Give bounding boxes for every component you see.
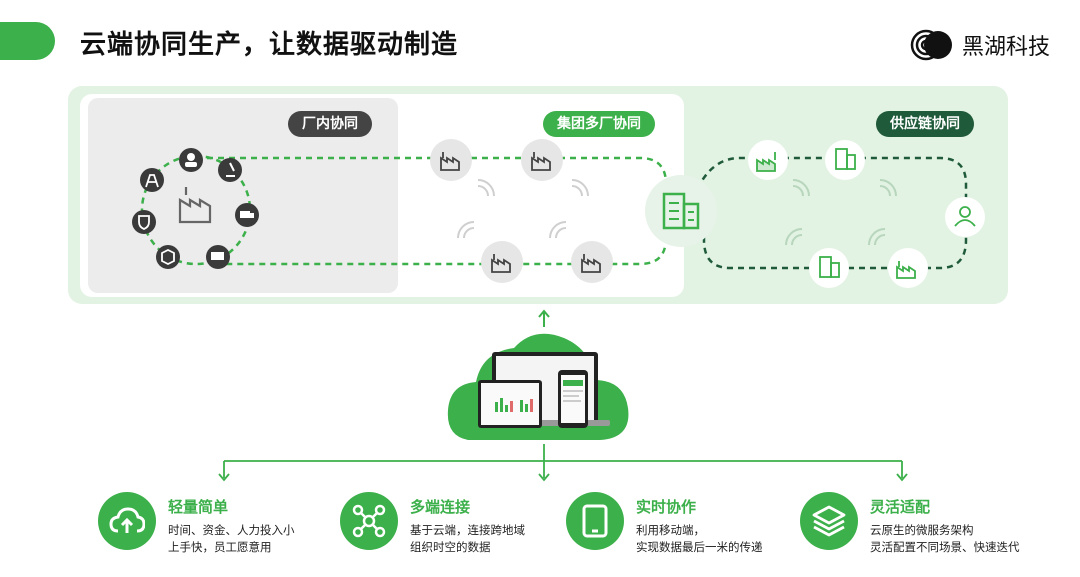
hub-buildings-icon xyxy=(645,175,717,247)
tablet-icon xyxy=(566,492,624,550)
group-multi-factory-label: 集团多厂协同 xyxy=(543,111,655,137)
ring-icons xyxy=(132,148,259,269)
feature-lightweight: 轻量简单 时间、资金、人力投入小 上手快，员工愿意用 xyxy=(98,492,295,556)
feature-desc-line: 灵活配置不同场景、快速迭代 xyxy=(870,540,1020,554)
cloud-devices-illustration xyxy=(447,309,629,440)
box-icon xyxy=(156,245,180,269)
feature-title: 实时协作 xyxy=(636,498,697,516)
page-title: 云端协同生产，让数据驱动制造 xyxy=(80,30,459,60)
feature-desc-line: 利用移动端， xyxy=(636,523,705,537)
feature-title: 多端连接 xyxy=(410,498,471,516)
feature-desc-line: 上手快，员工愿意用 xyxy=(168,540,272,554)
feature-flexible: 灵活适配 云原生的微服务架构 灵活配置不同场景、快速迭代 xyxy=(800,492,1020,556)
supply-loop-line xyxy=(688,156,968,270)
supply-chain-nodes xyxy=(748,140,985,288)
center-factory-icon xyxy=(178,187,212,224)
feature-desc-line: 云原生的微服务架构 xyxy=(870,523,974,537)
supply-chain-label: 供应链协同 xyxy=(876,111,974,137)
feature-desc-line: 实现数据最后一米的传递 xyxy=(636,540,763,554)
feature-multi-end: 多端连接 基于云端，连接跨地域 组织时空的数据 xyxy=(340,492,525,556)
brand-logo: 黑湖科技 xyxy=(910,28,1050,62)
signal-icons xyxy=(457,179,897,246)
group-loop-line xyxy=(196,156,668,266)
microscope-icon xyxy=(218,158,242,182)
brand-name: 黑湖科技 xyxy=(961,35,1050,60)
layers-icon xyxy=(800,492,858,550)
feature-desc-line: 组织时空的数据 xyxy=(410,540,491,554)
feature-title: 灵活适配 xyxy=(870,498,931,516)
intra-factory-label: 厂内协同 xyxy=(288,111,372,137)
shield-icon xyxy=(132,210,156,234)
feature-title: 轻量简单 xyxy=(168,498,229,516)
feature-realtime: 实时协作 利用移动端， 实现数据最后一米的传递 xyxy=(566,492,763,556)
feature-desc-line: 时间、资金、人力投入小 xyxy=(168,523,295,537)
title-accent-tab xyxy=(0,22,55,60)
cloud-upload-icon xyxy=(98,492,156,550)
network-icon xyxy=(340,492,398,550)
feature-desc-line: 基于云端，连接跨地域 xyxy=(410,523,525,537)
feature-connector-lines xyxy=(218,444,908,482)
group-factory-nodes xyxy=(430,139,613,283)
brand-mark-icon xyxy=(910,29,952,61)
tower-icon xyxy=(140,168,164,192)
